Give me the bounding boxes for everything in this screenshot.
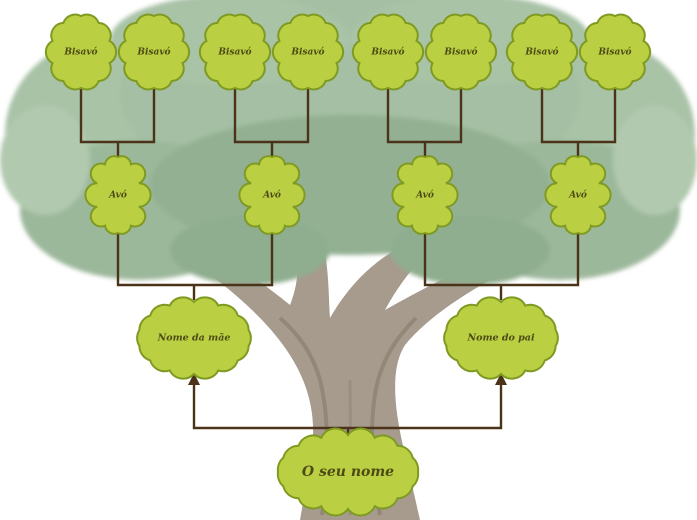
cloud-node-shape xyxy=(578,13,652,91)
family-nodes: Bisavó Bisavó Bisavó Bisavó Bisavó Bisav… xyxy=(44,13,652,517)
great-grandparent-node[interactable]: Bisavó xyxy=(351,13,425,91)
great-grandparent-node[interactable]: Bisavó xyxy=(44,13,118,91)
cloud-node-shape xyxy=(44,13,118,91)
self-node[interactable]: O seu nome xyxy=(276,427,420,517)
connector-avo-pair-mother xyxy=(116,230,274,300)
great-grandparent-label: Bisavó xyxy=(443,47,477,58)
great-grandparent-label: Bisavó xyxy=(597,47,631,58)
arrow-to-mother xyxy=(188,373,200,385)
connector-bisavo-pair-1 xyxy=(79,85,156,158)
cloud-node-shape xyxy=(424,13,498,91)
grandparent-label: Avó xyxy=(415,190,434,201)
connector-bisavo-pair-4 xyxy=(540,85,617,158)
cloud-node-shape xyxy=(443,296,559,380)
cloud-node-shape xyxy=(544,155,612,235)
great-grandparent-node[interactable]: Bisavó xyxy=(117,13,191,91)
connector-bisavo-pair-3 xyxy=(386,85,463,158)
cloud-node-shape xyxy=(238,155,306,235)
cloud-node-shape xyxy=(117,13,191,91)
connector-lines xyxy=(79,85,617,435)
cloud-node-shape xyxy=(136,296,252,380)
grandparent-node[interactable]: Avó xyxy=(84,155,152,235)
father-node[interactable]: Nome do pai xyxy=(443,296,559,380)
great-grandparent-node[interactable]: Bisavó xyxy=(578,13,652,91)
great-grandparent-node[interactable]: Bisavó xyxy=(198,13,272,91)
grandparent-node[interactable]: Avó xyxy=(238,155,306,235)
connector-self-to-parents xyxy=(192,384,503,435)
great-grandparent-node[interactable]: Bisavó xyxy=(424,13,498,91)
grandparent-label: Avó xyxy=(262,190,281,201)
cloud-node-shape xyxy=(198,13,272,91)
great-grandparent-label: Bisavó xyxy=(524,47,558,58)
self-label: O seu nome xyxy=(302,464,394,480)
cloud-node-shape xyxy=(391,155,459,235)
great-grandparent-label: Bisavó xyxy=(63,47,97,58)
cloud-node-shape xyxy=(84,155,152,235)
cloud-node-shape xyxy=(505,13,579,91)
mother-label: Nome da mãe xyxy=(157,333,231,344)
great-grandparent-label: Bisavó xyxy=(217,47,251,58)
great-grandparent-label: Bisavó xyxy=(290,47,324,58)
grandparent-node[interactable]: Avó xyxy=(391,155,459,235)
connector-avo-pair-father xyxy=(423,230,580,300)
great-grandparent-node[interactable]: Bisavó xyxy=(271,13,345,91)
cloud-node-shape xyxy=(271,13,345,91)
great-grandparent-node[interactable]: Bisavó xyxy=(505,13,579,91)
great-grandparent-label: Bisavó xyxy=(370,47,404,58)
cloud-node-shape xyxy=(351,13,425,91)
great-grandparent-label: Bisavó xyxy=(136,47,170,58)
grandparent-label: Avó xyxy=(108,190,127,201)
father-label: Nome do pai xyxy=(466,333,535,344)
mother-node[interactable]: Nome da mãe xyxy=(136,296,252,380)
grandparent-node[interactable]: Avó xyxy=(544,155,612,235)
arrow-to-father xyxy=(495,373,507,385)
grandparent-label: Avó xyxy=(568,190,587,201)
cloud-node-shape xyxy=(276,427,420,517)
connector-bisavo-pair-2 xyxy=(233,85,310,158)
